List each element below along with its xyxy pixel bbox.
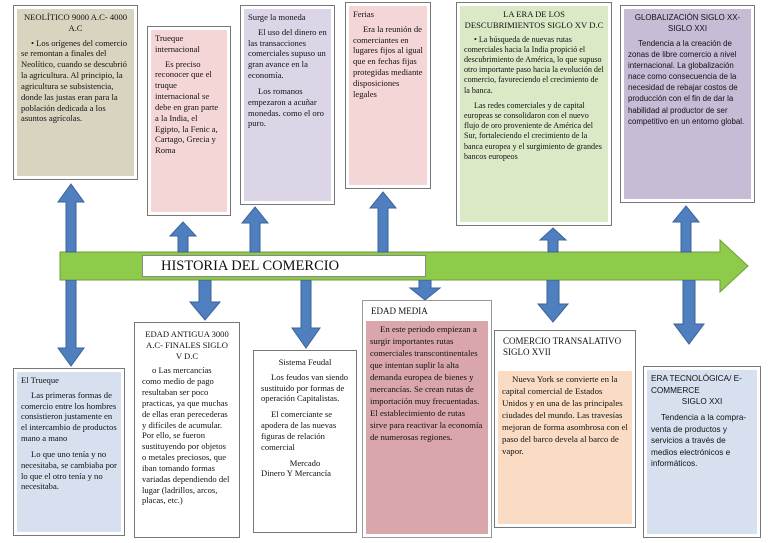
box-edad-media: En este periodo empiezan a surgir import…: [362, 300, 492, 538]
neolitico-heading: NEOLÍTICO 9000 A.C- 4000 A.C: [23, 12, 128, 33]
trueque-p2: Lo que uno tenía y no necesitaba, se cam…: [21, 448, 117, 492]
arrow-up-neolitico: [57, 183, 85, 253]
box-sistema-feudal: Sistema Feudal Los feudos van siendo sus…: [253, 350, 357, 533]
arrow-up-trueque-internacional: [168, 221, 198, 253]
trueque-heading: El Trueque: [21, 375, 59, 385]
arrow-down-feudal: [291, 280, 321, 349]
feudal-p2: El comerciante se apodera de las nuevas …: [261, 409, 337, 452]
arrow-up-ferias: [368, 191, 398, 253]
transatlantico-heading: COMERCIO TRANSALATIVO SIGLO XVII: [503, 336, 622, 358]
ferias-body: Era la reunión de comerciantes en lugare…: [353, 23, 423, 99]
arrow-up-moneda: [240, 206, 270, 253]
box-era-tecnologica: ERA TECNOLÓGICA/ E-COMMERCE SIGLO XXI Te…: [643, 366, 761, 538]
globalizacion-body: Tendencia a la creación de zonas de libr…: [628, 39, 745, 126]
diagram-title: HISTORIA DEL COMERCIO: [142, 255, 426, 277]
arrow-down-edad-media: [408, 280, 442, 301]
arrow-up-descubrimientos: [538, 227, 568, 253]
box-transatlantico: Nueva York se convierte en la capital co…: [494, 330, 636, 528]
moneda-p2: Los romanos empezaron a acuñar monedas. …: [248, 85, 324, 129]
box-moneda: Surge la moneda El uso del dinero en las…: [240, 5, 335, 205]
moneda-heading: Surge la moneda: [248, 12, 306, 22]
trueque-internacional-heading: Trueque internacional: [155, 33, 200, 54]
box-descubrimientos: LA ERA DE LOS DESCUBRIMIENTOS SIGLO XV D…: [456, 2, 612, 226]
ferias-heading: Ferias: [353, 9, 375, 19]
box-neolitico: NEOLÍTICO 9000 A.C- 4000 A.C • Los oríge…: [13, 5, 138, 180]
arrow-down-edad-antigua: [188, 280, 222, 321]
globalizacion-heading: GLOBALIZACIÓN SIGLO XX- SIGLO XXI: [634, 13, 741, 34]
edad-media-heading-bar: [366, 304, 484, 324]
transatlantico-body: Nueva York se convierte en la capital co…: [502, 374, 628, 456]
neolitico-body: • Los orígenes del comercio se remontan …: [21, 37, 128, 124]
arrow-up-globalizacion: [671, 205, 701, 253]
descubrimientos-p2: Las redes comerciales y de capital europ…: [464, 100, 602, 161]
descubrimientos-heading: LA ERA DE LOS DESCUBRIMIENTOS SIGLO XV D…: [464, 9, 604, 30]
edad-antigua-body: o Las mercancías como medio de pago resu…: [142, 365, 230, 506]
box-trueque-internacional: Trueque internacional Es preciso reconoc…: [147, 26, 231, 216]
edad-media-heading: EDAD MEDIA: [371, 306, 428, 316]
arrow-down-transatlantico: [536, 280, 570, 323]
box-edad-antigua: EDAD ANTIGUA 3000 A.C- FINALES SIGLO V D…: [134, 322, 240, 538]
arrow-down-era-tecnologica: [673, 280, 705, 345]
arrow-down-trueque: [57, 280, 85, 367]
descubrimientos-p1: • La búsqueda de nuevas rutas comerciale…: [464, 34, 604, 95]
tecnologica-sub: SIGLO XXI: [681, 397, 723, 407]
feudal-p3: Mercado: [289, 457, 321, 468]
feudal-p1: Los feudos van siendo sustituido por for…: [261, 371, 349, 404]
trueque-p1: Las primeras formas de comercio entre lo…: [21, 389, 117, 444]
trueque-internacional-body: Es preciso reconocer que el truque inter…: [155, 58, 219, 156]
edad-antigua-heading: EDAD ANTIGUA 3000 A.C- FINALES SIGLO V D…: [145, 329, 229, 361]
tecnologica-heading: ERA TECNOLÓGICA/ E-COMMERCE: [651, 374, 742, 395]
feudal-p4: Dinero Y Mercancía: [261, 468, 331, 479]
tecnologica-body: Tendencia a la compra-venta de productos…: [651, 412, 747, 469]
box-ferias: Ferias Era la reunión de comerciantes en…: [345, 2, 431, 189]
edad-media-body: En este periodo empiezan a surgir import…: [370, 324, 483, 442]
box-trueque: El Trueque Las primeras formas de comerc…: [13, 368, 125, 536]
feudal-heading: Sistema Feudal: [278, 357, 332, 367]
box-globalizacion: GLOBALIZACIÓN SIGLO XX- SIGLO XXI Tenden…: [620, 5, 755, 203]
moneda-p1: El uso del dinero en las transacciones c…: [248, 26, 327, 81]
